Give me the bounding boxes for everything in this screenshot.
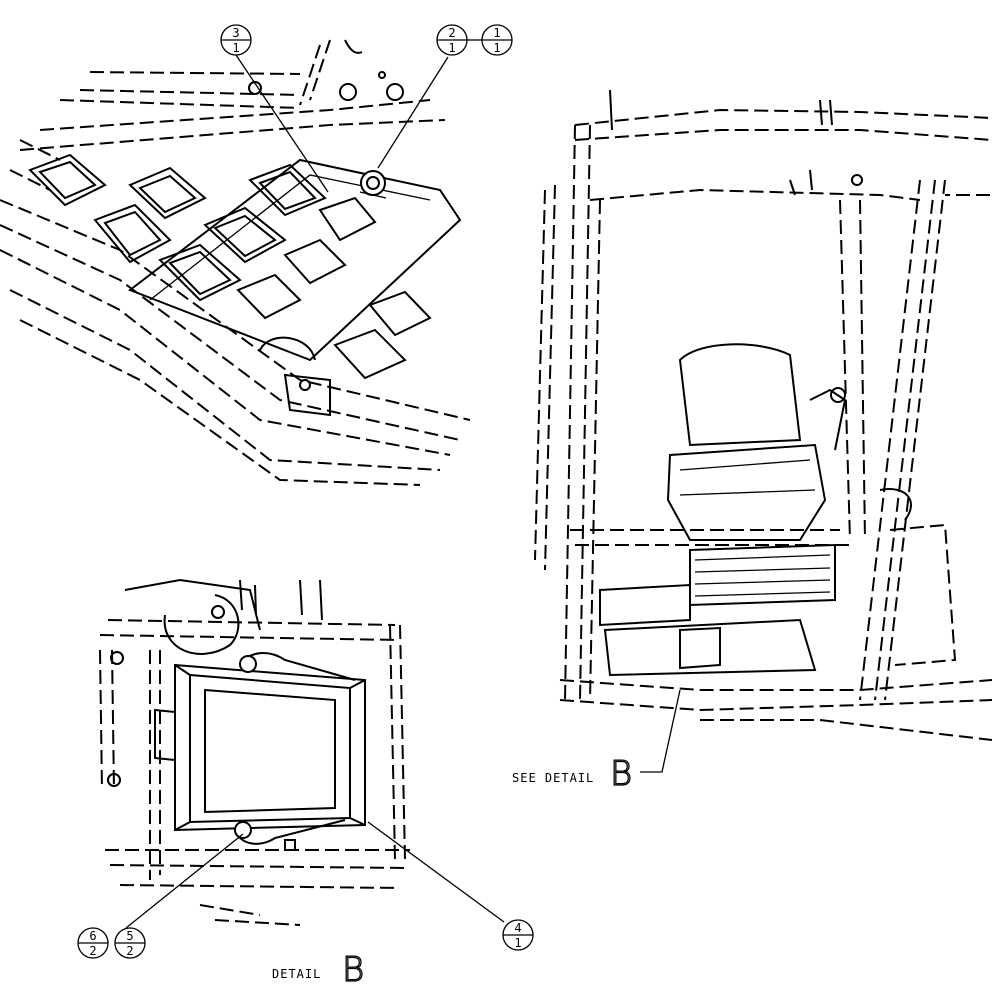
balloon-bottom: 1 [448,41,455,55]
balloon-bottom: 1 [232,41,239,55]
see-detail-label: SEE DETAIL [512,771,594,785]
switch-panel-view [0,39,471,486]
cab-view: SEE DETAIL B [512,89,992,795]
balloon-top: 4 [514,921,521,935]
balloon-top: 5 [126,929,133,943]
balloon-1-1: 1 1 [481,24,513,56]
detail-b-view: DETAIL B [99,578,411,991]
balloon-5-2: 5 2 [114,927,146,959]
balloon-top: 6 [89,929,96,943]
balloon-bottom: 2 [89,944,96,958]
balloon-4-1: 4 1 [502,919,534,951]
balloon-3-1: 3 1 [220,24,252,56]
see-detail-letter: B [610,754,632,794]
balloon-bottom: 1 [493,41,500,55]
leader-lines [125,39,505,929]
balloon-2-1: 2 1 [436,24,468,56]
detail-letter: B [342,950,364,990]
balloon-6-2: 6 2 [77,927,109,959]
detail-label: DETAIL [272,967,321,981]
balloon-top: 1 [493,26,500,40]
balloon-bottom: 1 [514,936,521,950]
balloon-bottom: 2 [126,944,133,958]
balloon-top: 3 [232,26,239,40]
balloon-top: 2 [448,26,455,40]
